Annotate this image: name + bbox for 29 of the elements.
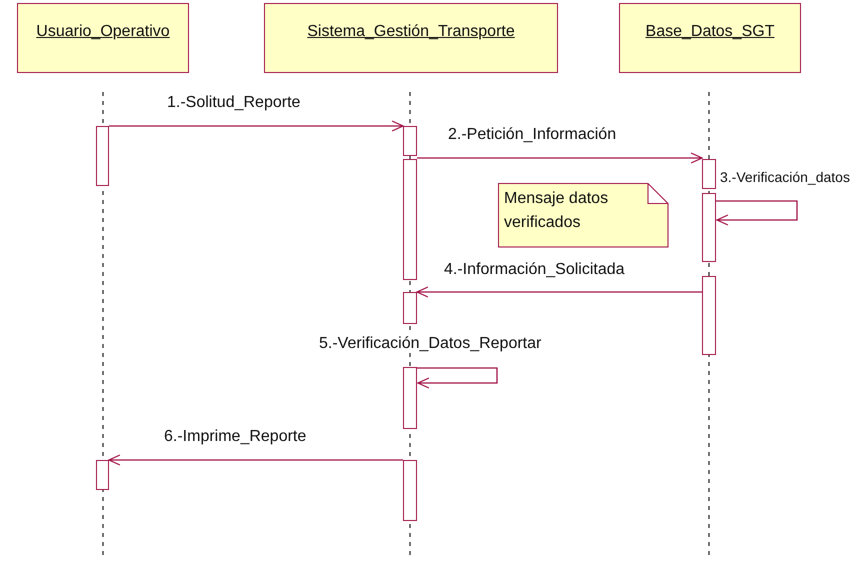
activation-bar <box>702 276 716 355</box>
edge-label: 4.-Información_Solicitada <box>443 261 626 279</box>
activation-bar <box>96 460 109 490</box>
activation-bar <box>403 460 417 521</box>
message-arrow <box>716 200 798 226</box>
participant-name: Usuario_Operativo <box>36 23 170 41</box>
activation-bar <box>403 292 417 324</box>
note-text: Mensaje datos verificados <box>503 189 610 233</box>
edge-label: 6.-Imprime_Reporte <box>163 428 308 446</box>
lifeline-header-box <box>17 3 189 73</box>
activation-bar <box>702 193 716 262</box>
participant-name: Sistema_Gestión_Transporte <box>307 23 515 41</box>
activation-bar <box>403 159 417 280</box>
message-arrow <box>109 120 404 132</box>
note <box>498 183 669 248</box>
participant-name: Base_Datos_SGT <box>646 23 774 41</box>
activation-bar <box>403 126 417 156</box>
message-arrow <box>417 152 703 164</box>
lifeline-header-box <box>619 3 801 73</box>
message-arrow <box>108 454 403 466</box>
message-arrow <box>416 286 702 298</box>
edge-label: 2.-Petición_Información <box>447 126 618 144</box>
edge-label: 5.-Verificación_Datos_Reportar <box>318 335 542 353</box>
activation-bar <box>96 126 109 186</box>
activation-bar <box>403 367 417 429</box>
message-arrow <box>417 367 498 389</box>
edge-label: 1.-Solitud_Reporte <box>166 94 302 112</box>
lifeline-header-box <box>264 3 558 73</box>
activation-bar <box>702 159 716 189</box>
